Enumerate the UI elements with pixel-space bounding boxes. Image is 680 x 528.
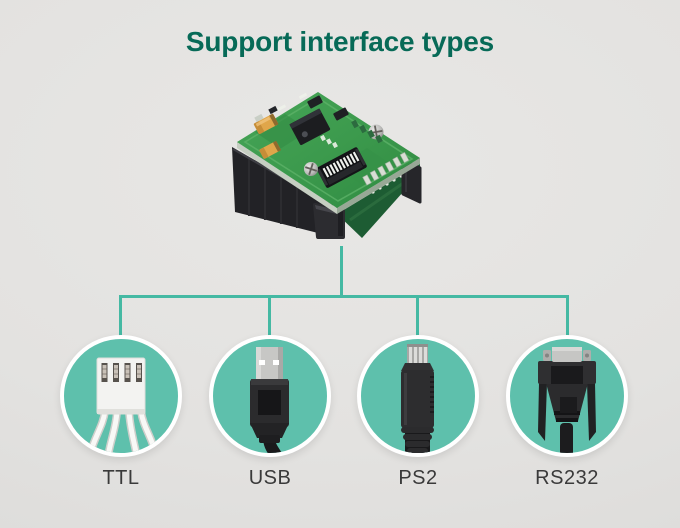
scanner-module-image <box>232 92 422 239</box>
module-ffc-connector <box>316 147 367 188</box>
usb-a-connector-icon <box>250 347 289 453</box>
interface-label-usb: USB <box>248 467 292 489</box>
module-capacitor <box>253 113 279 135</box>
interface-node-ttl <box>60 335 182 457</box>
interface-node-usb <box>209 335 331 457</box>
interface-label-ps2: PS2 <box>398 467 438 489</box>
ttl-pin-connector-icon <box>86 357 160 453</box>
module-ic-chip <box>289 108 331 146</box>
interface-label-ttl: TTL <box>102 467 140 489</box>
interface-label-rs232: RS232 <box>535 467 599 489</box>
rs232-db9-connector-icon <box>538 347 596 453</box>
ps2-mini-din-connector-icon <box>401 344 434 453</box>
page-title: Support interface types <box>185 26 495 57</box>
module-chassis <box>232 147 333 233</box>
module-capacitor <box>259 140 282 159</box>
interface-node-ps2 <box>357 335 479 457</box>
interface-node-rs232 <box>506 335 628 457</box>
